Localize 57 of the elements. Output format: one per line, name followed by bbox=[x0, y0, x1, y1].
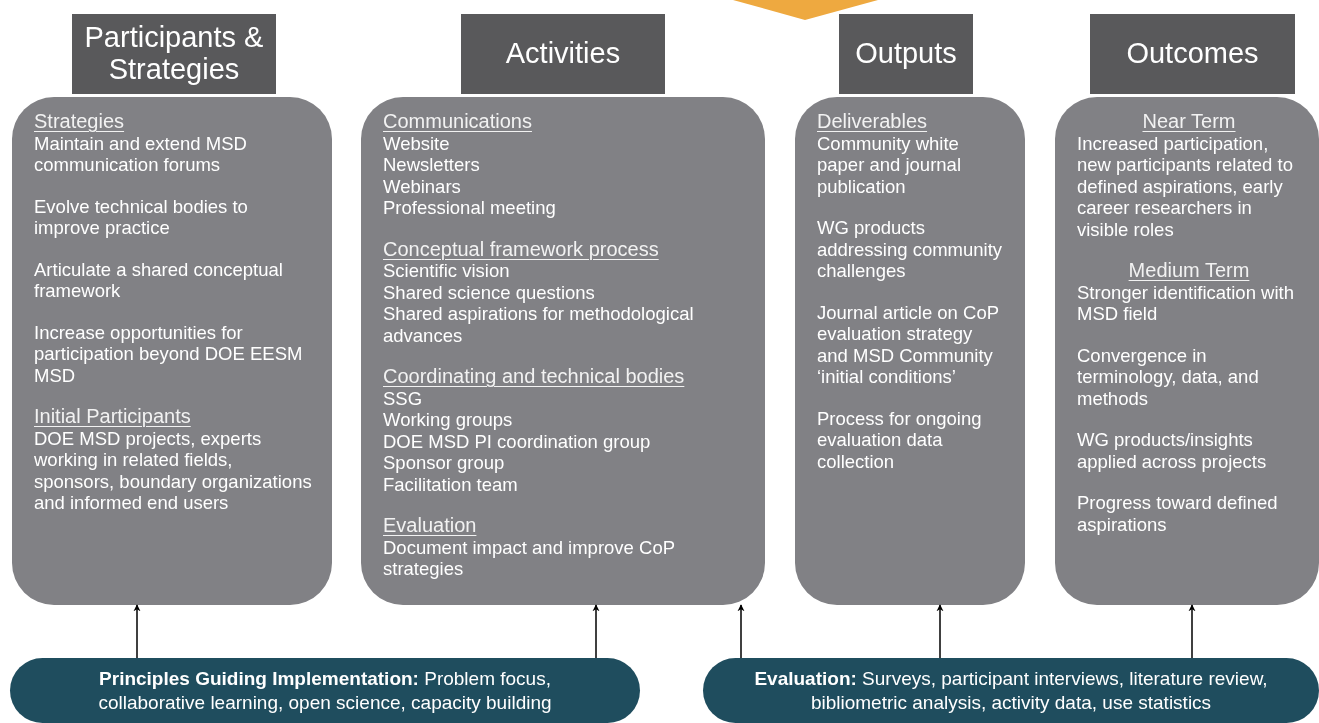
item-text: SSG bbox=[383, 387, 423, 409]
section-heading: Medium Term bbox=[1128, 260, 1250, 282]
item-text: Newsletters bbox=[383, 154, 480, 176]
column-header bbox=[1090, 14, 1295, 94]
column-header bbox=[72, 14, 276, 94]
item-text: DOE MSD PI coordination group bbox=[383, 430, 651, 452]
arrow bbox=[133, 604, 141, 659]
item-text: DOE MSD projects, experts working in related fields, sponsors, boundary organizations and informed end users bbox=[34, 427, 313, 514]
column-header bbox=[839, 14, 973, 94]
item-text: Working groups bbox=[383, 409, 513, 431]
item-text: Website bbox=[383, 132, 450, 154]
item-text: Maintain and extend MSD communication forums bbox=[34, 132, 248, 176]
section-heading: Near Term bbox=[1142, 111, 1236, 133]
evaluation-pill bbox=[703, 658, 1319, 723]
item-text: Sponsor group bbox=[383, 452, 505, 474]
item-text: Convergence in terminology, data, and methods bbox=[1077, 344, 1260, 409]
section-heading: Communications bbox=[383, 111, 532, 133]
item-text: Increased participation, new participants related to defined aspirations, early career researchers in visible roles bbox=[1077, 132, 1294, 240]
item-text: Document impact and improve CoP strategies bbox=[383, 536, 676, 580]
item-text: WG products addressing community challenges bbox=[817, 217, 1004, 282]
arrow bbox=[936, 604, 944, 659]
arrow bbox=[1188, 604, 1196, 659]
item-text: Scientific vision bbox=[383, 260, 510, 282]
item-text: Community white paper and journal publication bbox=[817, 132, 962, 197]
section-heading: Conceptual framework process bbox=[383, 238, 659, 260]
content-panel bbox=[361, 97, 765, 605]
item-text: Progress toward defined aspirations bbox=[1077, 492, 1279, 535]
pill-text: Evaluation: Surveys, participant interviews, literature review, bibliometric analysis, activity data, use statistics bbox=[753, 666, 1269, 715]
header-title: Outcomes bbox=[1126, 38, 1259, 70]
item-text: Process for ongoing evaluation data collection bbox=[817, 407, 983, 472]
section-heading: Coordinating and technical bodies bbox=[383, 366, 685, 388]
item-text: Shared science questions bbox=[383, 281, 595, 303]
section-heading: Initial Participants bbox=[34, 406, 191, 428]
item-text: Journal article on CoP evaluation strategy and MSD Community ‘initial conditions’ bbox=[817, 301, 1000, 388]
item-text: Articulate a shared conceptual framework bbox=[34, 258, 284, 302]
item-text: Shared aspirations for methodological advances bbox=[383, 303, 695, 346]
section-heading: Strategies bbox=[34, 111, 125, 133]
item-text: Webinars bbox=[383, 175, 461, 197]
item-text: Stronger identification with MSD field bbox=[1077, 281, 1295, 325]
section-heading: Evaluation bbox=[383, 515, 477, 537]
content-panel bbox=[1055, 97, 1319, 605]
header-title: Participants & Strategies bbox=[83, 22, 265, 86]
content-panel bbox=[12, 97, 332, 605]
section-heading: Deliverables bbox=[817, 111, 928, 133]
item-text: Evolve technical bodies to improve practice bbox=[34, 195, 249, 239]
pill-text: Principles Guiding Implementation: Problem focus, collaborative learning, open science, capacity building bbox=[97, 666, 553, 715]
arrow bbox=[592, 604, 600, 659]
item-text: Increase opportunities for participation beyond DOE EESM MSD bbox=[34, 321, 304, 386]
item-text: Professional meeting bbox=[383, 197, 556, 219]
header-title: Outputs bbox=[855, 38, 957, 70]
item-text: Facilitation team bbox=[383, 473, 518, 495]
arrow bbox=[737, 604, 745, 659]
item-text: WG products/insights applied across projects bbox=[1077, 429, 1268, 472]
triangle-shape bbox=[733, 0, 878, 20]
header-title: Activities bbox=[505, 38, 621, 70]
content-panel bbox=[795, 97, 1025, 605]
column-header bbox=[461, 14, 665, 94]
